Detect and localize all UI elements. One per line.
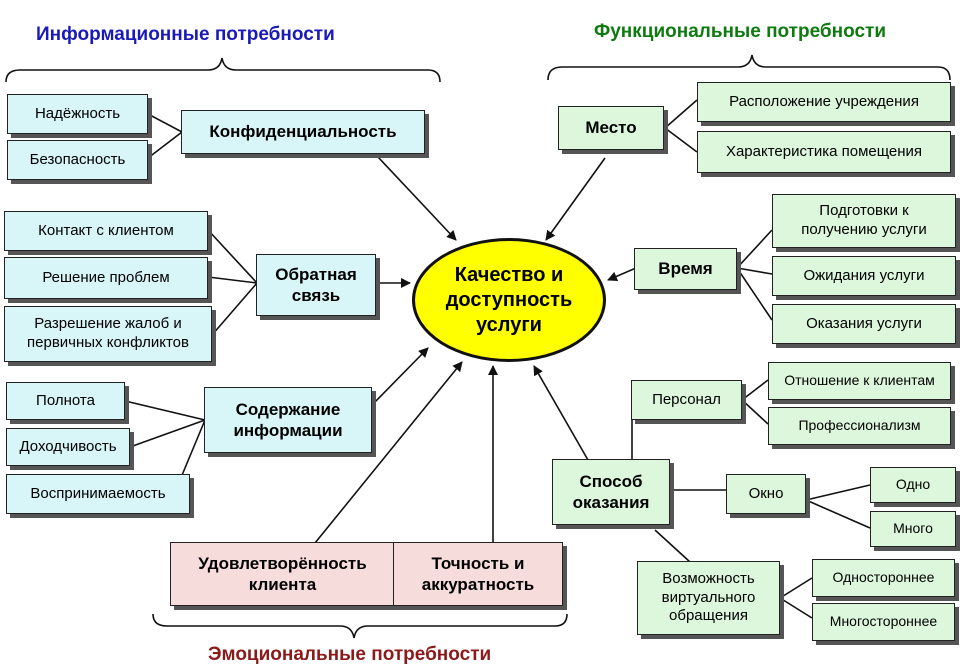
leaf-reliability: Надёжность bbox=[7, 94, 148, 134]
node-accuracy: Точность и аккуратность bbox=[393, 542, 563, 606]
node-information-content: Содержание информации bbox=[204, 387, 372, 453]
leaf-professionalism: Профессионализм bbox=[768, 407, 951, 445]
heading-info-needs: Информационные потребности bbox=[36, 24, 335, 45]
method-line-1: Способ bbox=[579, 471, 643, 491]
heading-emotional-needs: Эмоциональные потребности bbox=[208, 644, 492, 665]
node-staff: Персонал bbox=[631, 380, 742, 420]
leaf-completeness: Полнота bbox=[6, 382, 125, 420]
leaf-many: Много bbox=[870, 511, 956, 547]
leaf-clarity: Доходчивость bbox=[6, 428, 130, 466]
leaf-one: Одно bbox=[870, 467, 956, 503]
node-place: Место bbox=[558, 106, 664, 150]
virtual-line-2: виртуального bbox=[661, 588, 756, 606]
leaf-waiting: Ожидания услуги bbox=[772, 256, 956, 296]
method-line-2: оказания bbox=[572, 493, 650, 512]
complaint-line-1: Разрешение жалоб и bbox=[34, 315, 182, 333]
complaint-line-2: первичных конфликтов bbox=[27, 334, 189, 351]
center-line-2: доступность bbox=[445, 288, 573, 311]
preparation-line-1: Подготовки к bbox=[819, 202, 909, 220]
heading-functional-needs: Функциональные потребности bbox=[594, 21, 887, 42]
leaf-multi-way: Многостороннее bbox=[812, 603, 955, 641]
brace-info bbox=[5, 57, 441, 83]
center-quality-node: Качество и доступность услуги bbox=[412, 238, 606, 362]
leaf-premises-characteristics: Характеристика помещения bbox=[697, 131, 951, 173]
leaf-client-attitude: Отношение к клиентам bbox=[768, 362, 951, 400]
node-confidentiality: Конфиденциальность bbox=[181, 110, 425, 154]
brace-emo bbox=[152, 613, 568, 639]
feedback-line-1: Обратная bbox=[275, 264, 357, 284]
leaf-service-delivery: Оказания услуги bbox=[772, 304, 956, 344]
center-line-3: услуги bbox=[476, 313, 542, 336]
leaf-client-contact: Контакт с клиентом bbox=[4, 211, 208, 251]
leaf-problem-solving: Решение проблем bbox=[4, 257, 208, 299]
satisfaction-line-2: клиента bbox=[248, 575, 317, 594]
content-line-2: информации bbox=[233, 421, 343, 440]
node-window: Окно bbox=[726, 474, 806, 514]
leaf-one-way: Одностороннее bbox=[812, 559, 955, 597]
leaf-security: Безопасность bbox=[7, 140, 148, 180]
node-virtual-access: Возможность виртуального обращения bbox=[637, 561, 780, 635]
leaf-perceptibility: Воспринимаемость bbox=[6, 474, 190, 514]
preparation-line-2: получению услуги bbox=[801, 221, 927, 238]
leaf-institution-location: Расположение учреждения bbox=[697, 82, 951, 122]
virtual-line-1: Возможность bbox=[662, 569, 755, 587]
feedback-line-2: связь bbox=[291, 286, 341, 305]
node-time: Время bbox=[634, 248, 737, 290]
center-line-1: Качество и bbox=[454, 263, 564, 286]
satisfaction-line-1: Удовлетворённость bbox=[198, 553, 367, 573]
leaf-complaint-resolution: Разрешение жалоб и первичных конфликтов bbox=[4, 306, 212, 362]
brace-func bbox=[547, 54, 951, 81]
accuracy-line-1: Точность и bbox=[431, 553, 525, 573]
leaf-preparation: Подготовки к получению услуги bbox=[772, 194, 956, 248]
node-client-satisfaction: Удовлетворённость клиента bbox=[170, 542, 395, 606]
content-line-1: Содержание bbox=[235, 399, 341, 419]
accuracy-line-2: аккуратность bbox=[421, 575, 535, 594]
virtual-line-3: обращения bbox=[669, 607, 748, 625]
node-feedback: Обратная связь bbox=[256, 254, 376, 316]
node-delivery-method: Способ оказания bbox=[552, 459, 670, 525]
